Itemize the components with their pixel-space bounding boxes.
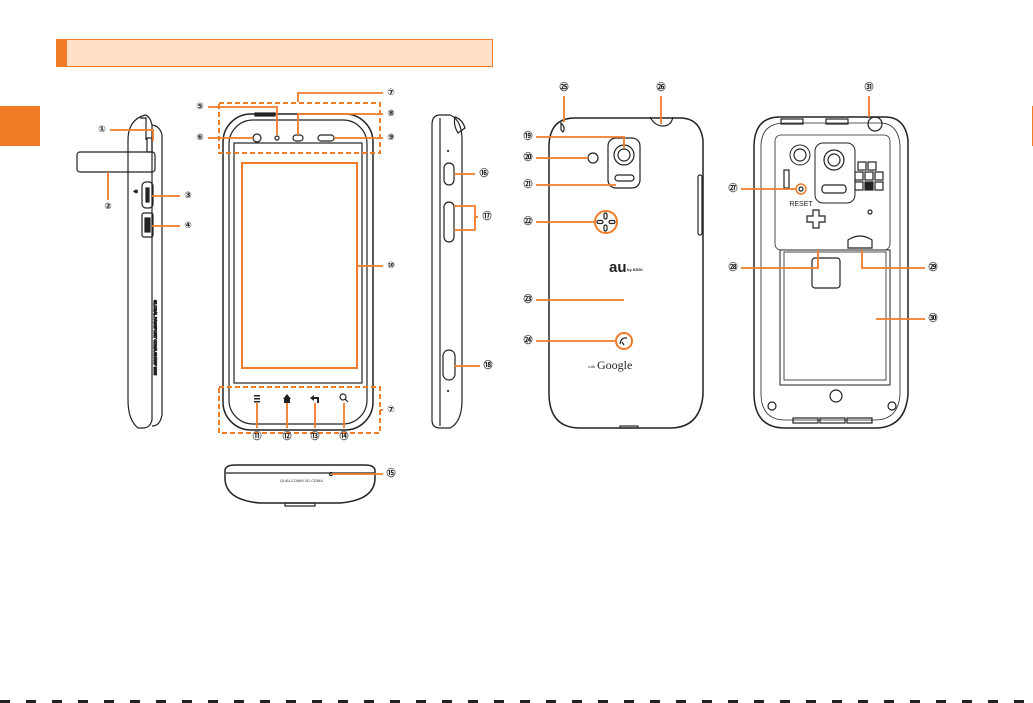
callout-12: ⑫: [282, 430, 291, 442]
front-view: [219, 103, 380, 433]
camera-key: [443, 350, 455, 380]
callout-2: ②: [104, 202, 112, 212]
notification-led: [293, 135, 303, 141]
callout-8: ⑧: [387, 109, 395, 119]
open-back-view: RESET: [754, 117, 908, 428]
callout-15: ⑮: [386, 467, 395, 479]
reset-label: RESET: [789, 201, 813, 208]
earpiece: [318, 135, 334, 141]
power-key: [444, 163, 454, 185]
callout-7-bottom: ⑦: [387, 405, 395, 415]
callout-24: ㉔: [523, 334, 532, 346]
contact-grid: [855, 162, 883, 190]
callout-13: ⑬: [310, 430, 319, 442]
kddi-logo: by KDDI: [627, 267, 643, 272]
callout-31: ㉛: [864, 81, 873, 93]
callout-25: ㉕: [559, 81, 568, 93]
callout-19: ⑲: [523, 130, 532, 142]
callout-30: ㉚: [928, 312, 937, 324]
au-ic-card-slot: [848, 236, 872, 248]
reset-button: [796, 184, 806, 194]
callout-23: ㉓: [523, 293, 532, 305]
microsd-slot: [812, 258, 840, 288]
bottom-print-text: QUALCOMM 3G CDMA: [280, 478, 323, 483]
ir-port: [588, 153, 598, 163]
svg-text:■: ■: [447, 388, 450, 393]
right-side-view: ■ ■: [432, 115, 465, 428]
menu-key-icon: [254, 395, 260, 397]
callout-29: ㉙: [928, 261, 937, 273]
nfc-mark: [616, 333, 632, 349]
earphone-jack: [868, 117, 882, 131]
callout-28: ㉘: [728, 261, 737, 273]
with-text: with: [588, 364, 595, 369]
au-logo: au: [609, 259, 627, 276]
flash-light: [615, 175, 634, 181]
touch-key-area-box: [219, 387, 380, 433]
speaker-marker: [595, 211, 617, 233]
light-sensor: [275, 136, 279, 140]
google-logo: Google: [597, 358, 632, 372]
back-key-icon: [310, 395, 319, 403]
callout-10: ⑩: [387, 261, 395, 271]
svg-text:ψ: ψ: [134, 190, 139, 193]
front-camera: [253, 134, 261, 142]
home-key-icon: [283, 394, 291, 403]
display-screen: [242, 163, 357, 368]
callout-5: ⑤: [196, 102, 204, 112]
left-side-view: ψ GLOBAL PASSPORT CDMA SHARP IS03: [77, 115, 162, 428]
sensor-area-box: [219, 103, 380, 153]
callout-14: ⑭: [339, 430, 348, 442]
callout-27: ㉗: [728, 182, 737, 194]
callout-21: ㉑: [523, 178, 532, 190]
callout-7-top: ⑦: [387, 88, 395, 98]
svg-text:■: ■: [447, 148, 450, 153]
callout-17: ⑰: [482, 210, 491, 222]
volume-key: [444, 202, 454, 242]
callout-4: ④: [184, 221, 192, 231]
callout-6: ⑥: [196, 133, 204, 143]
callout-16: ⑯: [479, 167, 488, 179]
bottom-view: QUALCOMM 3G CDMA: [225, 465, 375, 506]
back-view: au by KDDI with Google: [549, 117, 703, 428]
callout-11: ⑪: [252, 430, 261, 442]
callout-20: ⑳: [523, 151, 532, 163]
callout-3: ③: [184, 191, 192, 201]
callout-26: ㉖: [656, 81, 665, 93]
callout-9: ⑨: [387, 133, 395, 143]
callout-1: ①: [98, 125, 106, 135]
strap-hole: [147, 138, 152, 152]
callout-22: ㉒: [523, 215, 532, 227]
side-print-text: GLOBAL PASSPORT CDMA SHARP IS03: [153, 300, 158, 376]
callout-18: ⑱: [483, 359, 492, 371]
connector-cap: [77, 152, 155, 172]
